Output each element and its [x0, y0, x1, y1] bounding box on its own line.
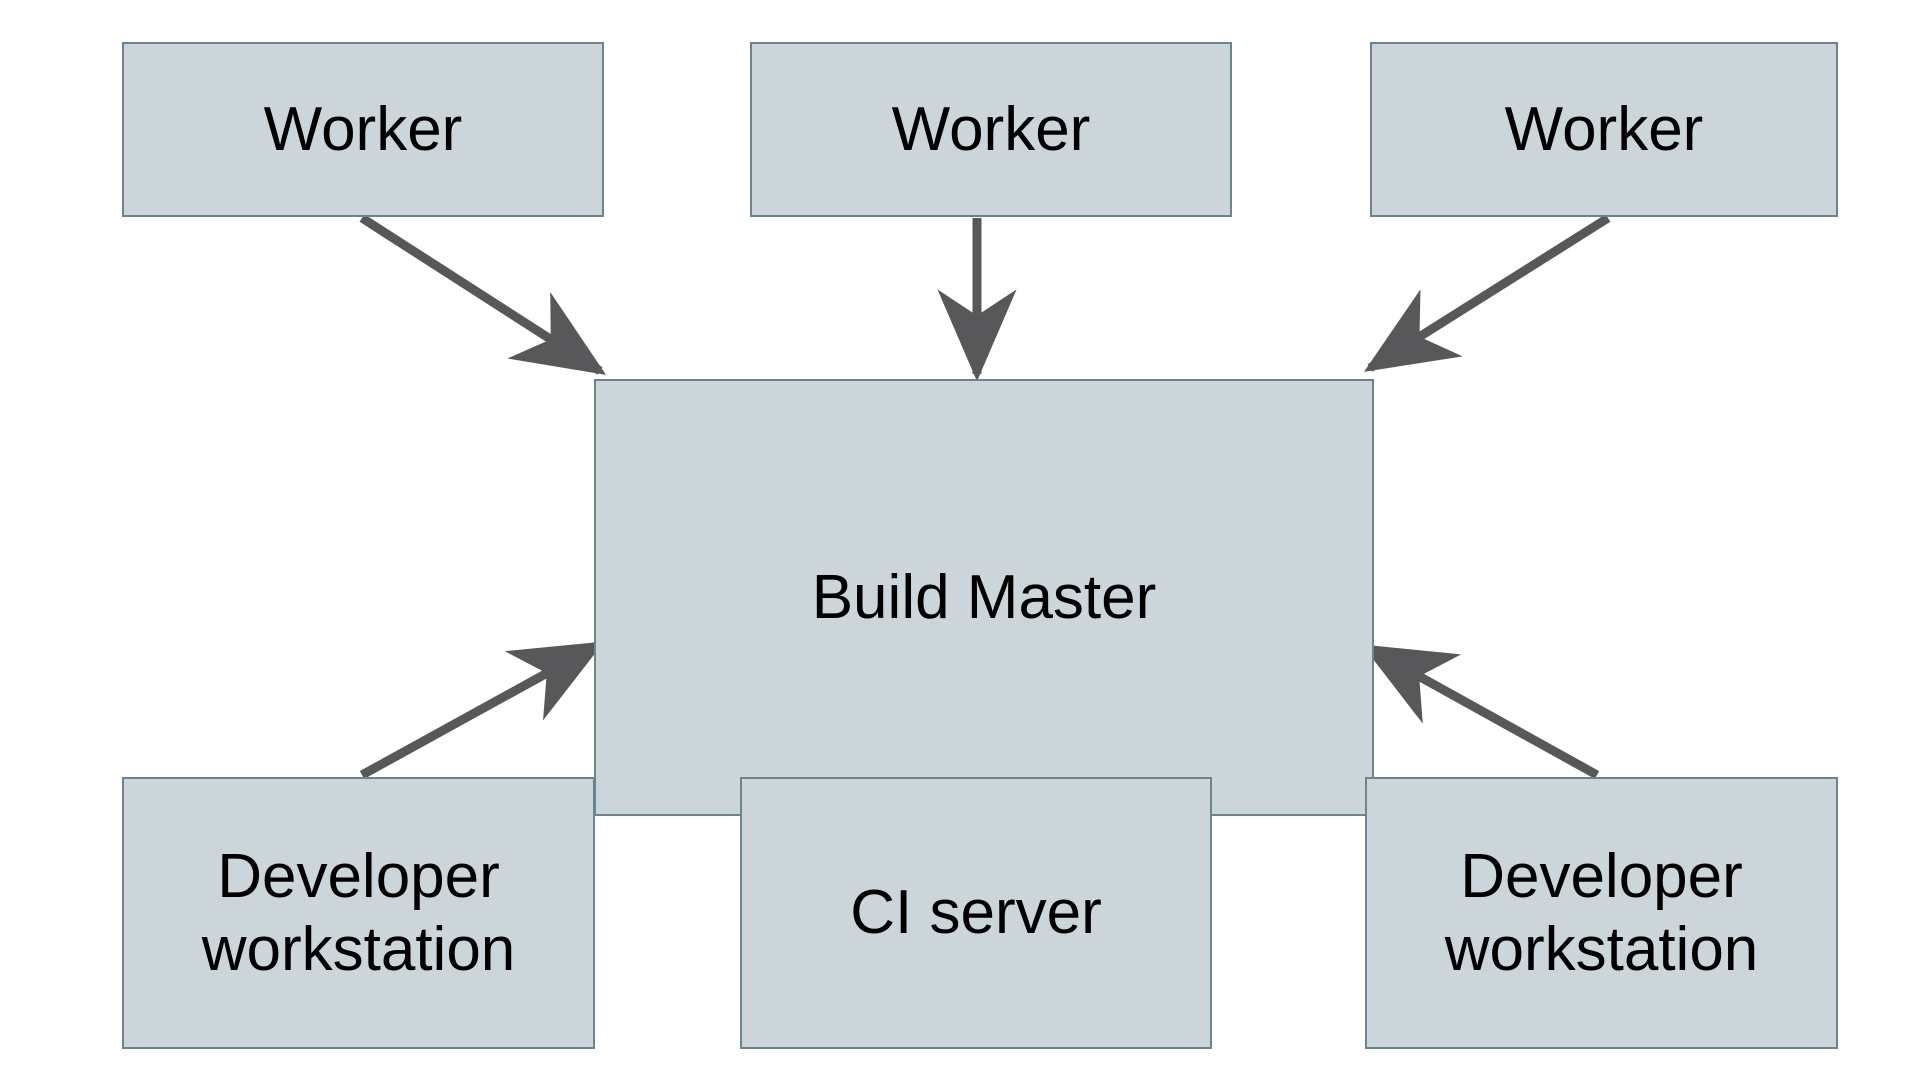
edge-devws-left-to-master	[359, 641, 605, 779]
node-developer-workstation-left[interactable]: Developer workstation	[122, 777, 595, 1049]
node-developer-workstation-right-label: Developer workstation	[1444, 841, 1759, 984]
node-build-master-label: Build Master	[811, 562, 1157, 632]
edge-worker1-to-master	[359, 214, 607, 375]
node-developer-workstation-right[interactable]: Developer workstation	[1365, 777, 1838, 1049]
node-worker-2[interactable]: Worker	[750, 42, 1232, 217]
edge-worker3-to-master	[1363, 214, 1611, 372]
node-ci-server-label: CI server	[850, 878, 1102, 948]
node-build-master[interactable]: Build Master	[594, 379, 1374, 816]
node-ci-server[interactable]: CI server	[740, 777, 1212, 1049]
node-worker-1-label: Worker	[263, 94, 463, 164]
node-worker-3-label: Worker	[1504, 94, 1704, 164]
node-worker-3[interactable]: Worker	[1370, 42, 1838, 217]
node-worker-2-label: Worker	[891, 94, 1091, 164]
edge-devws-right-to-master	[1361, 644, 1600, 779]
node-developer-workstation-left-label: Developer workstation	[201, 841, 516, 984]
node-worker-1[interactable]: Worker	[122, 42, 604, 217]
